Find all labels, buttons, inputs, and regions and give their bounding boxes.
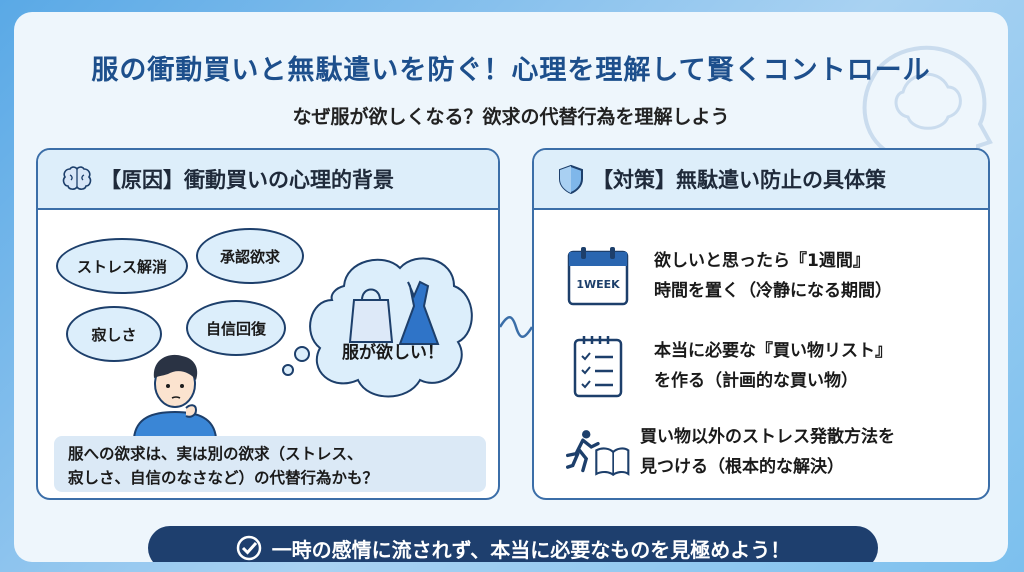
brain-icon xyxy=(62,166,92,190)
thought-text: 服が欲しい！ xyxy=(342,343,444,363)
solution-item-alternative-line1: 買い物以外のストレス発散方法を xyxy=(640,427,895,447)
thought-dot xyxy=(282,364,294,376)
solution-item-alternative-line2: 見つける（根本的な解決） xyxy=(640,457,844,477)
solution-item-list: 本当に必要な『買い物リスト』 を作る（計画的な買い物） xyxy=(566,334,976,398)
thought-cloud xyxy=(309,257,473,398)
footer-message: 一時の感情に流されず、本当に必要なものを見極めよう！ xyxy=(271,537,791,562)
solution-item-wait-line1: 欲しいと思ったら『1週間』 xyxy=(654,251,870,271)
solution-item-wait: 1WEEK 欲しいと思ったら『1週間』 時間を置く（冷静になる期間） xyxy=(566,244,976,308)
solution-item-list-line1: 本当に必要な『買い物リスト』 xyxy=(654,341,892,361)
page-title: 服の衝動買いと無駄遣いを防ぐ！心理を理解して賢くコントロール xyxy=(91,55,931,86)
footer-banner: 一時の感情に流されず、本当に必要なものを見極めよう！ xyxy=(148,526,878,562)
check-circle-icon xyxy=(236,535,261,561)
cause-panel: 【原因】衝動買いの心理的背景 ストレス解消 承認欲求 寂しさ 自信回復 xyxy=(36,148,500,500)
page-subtitle: なぜ服が欲しくなる？欲求の代替行為を理解しよう xyxy=(292,106,730,128)
bubble-approval: 承認欲求 xyxy=(196,228,304,284)
calendar-icon: 1WEEK xyxy=(567,247,629,306)
thinking-person-illustration xyxy=(132,354,218,438)
calendar-label: 1WEEK xyxy=(576,278,620,291)
solution-panel-title: 【対策】無駄遣い防止の具体策 xyxy=(592,168,886,192)
head-silhouette-icon xyxy=(862,45,993,199)
checklist-icon xyxy=(573,336,623,398)
solution-panel: 【対策】無駄遣い防止の具体策 1WEEK 欲しいと思ったら『1週間』 時間を置く… xyxy=(532,148,990,500)
cause-panel-header: 【原因】衝動買いの心理的背景 xyxy=(38,150,498,210)
shopping-bag-icon xyxy=(348,288,394,343)
shield-icon xyxy=(559,164,583,194)
cause-note: 服への欲求は、実は別の欲求（ストレス、 寂しさ、自信のなさなど）の代替行為かも？ xyxy=(54,436,486,492)
running-book-icon xyxy=(566,430,630,477)
infographic-card: 服の衝動買いと無駄遣いを防ぐ！心理を理解して賢くコントロール なぜ服が欲しくなる… xyxy=(14,12,1008,562)
solution-item-list-line2: を作る（計画的な買い物） xyxy=(654,371,858,391)
solution-item-alternative: 買い物以外のストレス発散方法を 見つける（根本的な解決） xyxy=(566,420,976,484)
bubble-confidence: 自信回復 xyxy=(186,300,286,356)
solution-item-wait-line2: 時間を置く（冷静になる期間） xyxy=(654,281,892,301)
bubble-stress: ストレス解消 xyxy=(56,238,188,294)
cause-panel-title: 【原因】衝動買いの心理的背景 xyxy=(100,168,394,192)
connector-wave xyxy=(500,316,532,338)
solution-panel-header: 【対策】無駄遣い防止の具体策 xyxy=(534,150,988,210)
dress-icon xyxy=(398,280,440,345)
bubble-loneliness: 寂しさ xyxy=(66,306,162,362)
thought-dot xyxy=(294,346,310,362)
